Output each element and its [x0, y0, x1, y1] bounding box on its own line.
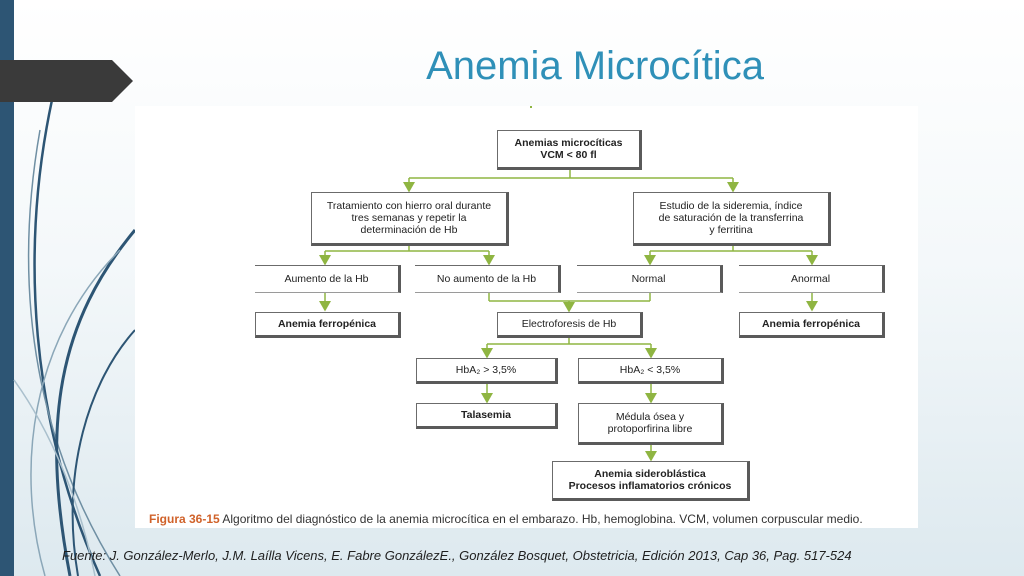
title-tab-arrow — [0, 60, 133, 102]
source-citation: Fuente: J. González-Merlo, J.M. Laílla V… — [62, 548, 852, 563]
flowchart-figure: Anemias microcíticas VCM < 80 fl Tratami… — [135, 106, 918, 528]
connector-arrows — [319, 106, 818, 462]
slide-title: Anemia Microcítica — [426, 44, 764, 88]
node-normal: Normal — [577, 265, 723, 293]
node-no-aumento: No aumento de la Hb — [415, 265, 561, 293]
decorative-swooshes — [13, 99, 137, 576]
caption-text: Algoritmo del diagnóstico de la anemia m… — [219, 512, 863, 526]
node-left-branch: Tratamiento con hierro oral durante tres… — [311, 192, 509, 246]
caption-label: Figura 36-15 — [149, 512, 220, 526]
node-right-branch: Estudio de la sideremia, índice de satur… — [633, 192, 831, 246]
figure-caption: Figura 36-15 Algoritmo del diagnóstico d… — [149, 512, 863, 526]
node-aumento: Aumento de la Hb — [255, 265, 401, 293]
node-ferropenica-left: Anemia ferropénica — [255, 312, 401, 338]
node-root: Anemias microcíticas VCM < 80 fl — [497, 130, 642, 170]
node-medula: Médula ósea y protoporfirina libre — [578, 403, 724, 445]
node-anormal: Anormal — [739, 265, 885, 293]
left-accent-bar — [0, 0, 14, 576]
node-sideroblastica: Anemia sideroblástica Procesos inflamato… — [552, 461, 750, 501]
node-hba2-high: HbA₂ > 3,5% — [416, 358, 558, 384]
node-talasemia: Talasemia — [416, 403, 558, 429]
node-hba2-low: HbA₂ < 3,5% — [578, 358, 724, 384]
node-ferropenica-right: Anemia ferropénica — [739, 312, 885, 338]
node-electroforesis: Electroforesis de Hb — [497, 312, 643, 338]
